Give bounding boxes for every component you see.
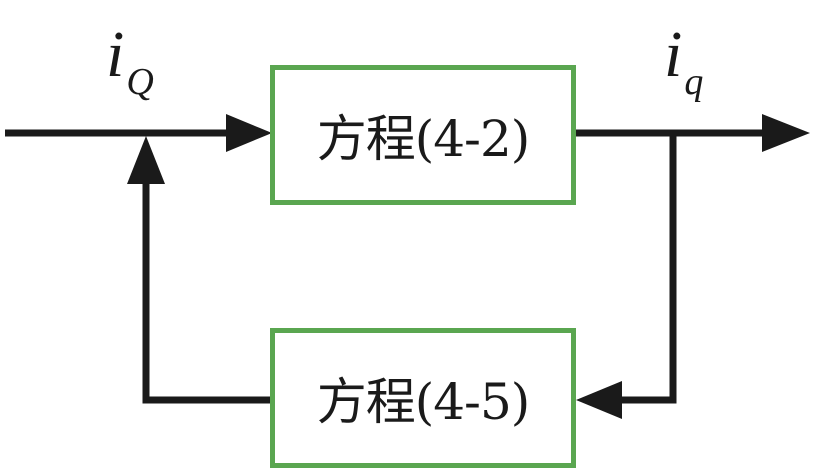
arrow-output-icon — [762, 114, 810, 152]
output-signal-label: iq — [664, 22, 703, 102]
arrow-feedback-up-icon — [127, 136, 165, 184]
arrow-into-top-block-icon — [226, 114, 272, 152]
feedback-tap-wire — [612, 133, 677, 404]
equation-block-4-5: 方程(4-5) — [270, 328, 576, 468]
output-signal-subscript: q — [684, 61, 704, 103]
equation-block-4-2-label: 方程(4-2) — [316, 110, 531, 168]
equation-block-4-5-label: 方程(4-5) — [316, 373, 531, 431]
arrow-into-bottom-block-icon — [576, 381, 622, 419]
input-signal-label: iQ — [106, 22, 154, 102]
equation-block-4-2: 方程(4-2) — [270, 65, 576, 205]
feedback-return-wire — [142, 178, 270, 404]
output-signal-symbol: i — [664, 18, 683, 91]
input-signal-symbol: i — [106, 18, 125, 91]
input-signal-subscript: Q — [126, 61, 154, 103]
